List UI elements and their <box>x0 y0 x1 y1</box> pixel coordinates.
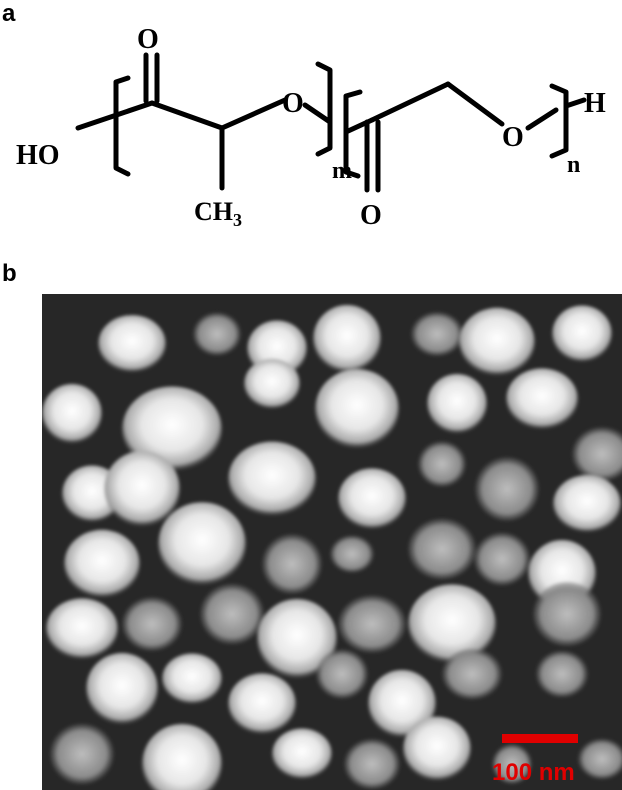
nanoparticle-group <box>42 305 622 790</box>
nanoparticle <box>315 369 399 449</box>
methyl-label: CH3 <box>194 197 242 230</box>
nanoparticle <box>474 532 530 586</box>
nanoparticle <box>338 468 406 530</box>
nanoparticle <box>98 315 166 373</box>
nanoparticle <box>418 441 466 487</box>
nanoparticle <box>553 475 621 533</box>
nanoparticle <box>193 312 241 356</box>
nanoparticle <box>200 583 264 645</box>
scale-bar-label: 100 nm <box>492 759 575 786</box>
bond-carbonyl-ch2 <box>369 81 451 123</box>
nanoparticle <box>142 724 222 790</box>
nanoparticle <box>122 597 182 651</box>
subscript-m: m <box>332 158 352 184</box>
bond-ch2-oxygen <box>445 81 505 127</box>
nanoparticle <box>506 368 578 430</box>
subscript-n: n <box>567 152 580 178</box>
nanoparticle <box>344 738 400 790</box>
bond-oxygen-bracket <box>302 102 333 125</box>
plga-chemical-structure: HO O O CH3 m O O H n <box>16 24 606 231</box>
nanoparticle <box>316 649 368 699</box>
nanoparticle <box>533 581 601 647</box>
nanoparticle <box>536 650 588 698</box>
nanoparticle <box>313 305 381 373</box>
bond-oxygen-end <box>525 107 559 131</box>
nanoparticle <box>427 374 487 434</box>
bond-bracket-h <box>563 97 587 109</box>
nanoparticle-micrograph: 100 nm <box>42 294 622 790</box>
nanoparticle <box>257 599 337 679</box>
nanoparticle <box>408 518 476 580</box>
bracket-right-2 <box>549 83 569 159</box>
nanoparticle <box>492 744 532 784</box>
bond-ch-oxygen <box>219 97 288 131</box>
ester-oxygen-1: O <box>282 88 304 119</box>
hydroxyl-label: HO <box>16 140 60 171</box>
nanoparticle <box>368 670 436 738</box>
nanoparticle <box>475 457 539 521</box>
nanoparticle <box>442 648 502 700</box>
nanoparticle <box>411 311 463 357</box>
scale-bar <box>502 734 578 743</box>
nanoparticle <box>338 595 406 653</box>
nanoparticle <box>86 653 158 725</box>
bracket-right-1 <box>315 61 333 157</box>
nanoparticle <box>330 535 374 573</box>
nanoparticle <box>162 653 222 705</box>
nanoparticle <box>408 584 496 664</box>
carbonyl-oxygen-1: O <box>137 24 159 55</box>
nanoparticle <box>552 305 612 363</box>
ether-oxygen-2: O <box>502 122 524 153</box>
end-hydrogen: H <box>584 88 606 119</box>
nanoparticle <box>158 502 246 586</box>
nanoparticle <box>244 358 300 410</box>
nanoparticle <box>228 673 296 735</box>
panel-label-b: b <box>2 260 17 287</box>
nanoparticle <box>272 728 332 780</box>
nanoparticle <box>46 598 118 660</box>
nanoparticle <box>578 738 622 780</box>
nanoparticle <box>104 451 180 527</box>
bracket-left-1 <box>113 75 131 177</box>
panel-label-a: a <box>2 0 16 27</box>
nanoparticle <box>42 384 102 444</box>
nanoparticle <box>262 534 322 594</box>
nanoparticle <box>228 441 316 517</box>
nanoparticle <box>459 307 535 377</box>
nanoparticle <box>572 427 622 481</box>
nanoparticle <box>64 529 140 599</box>
bond-carbonyl-ch <box>149 100 225 131</box>
nanoparticle <box>403 716 471 782</box>
nanoparticle <box>122 386 222 472</box>
nanoparticle <box>50 723 114 785</box>
carbonyl-oxygen-2: O <box>360 200 382 231</box>
